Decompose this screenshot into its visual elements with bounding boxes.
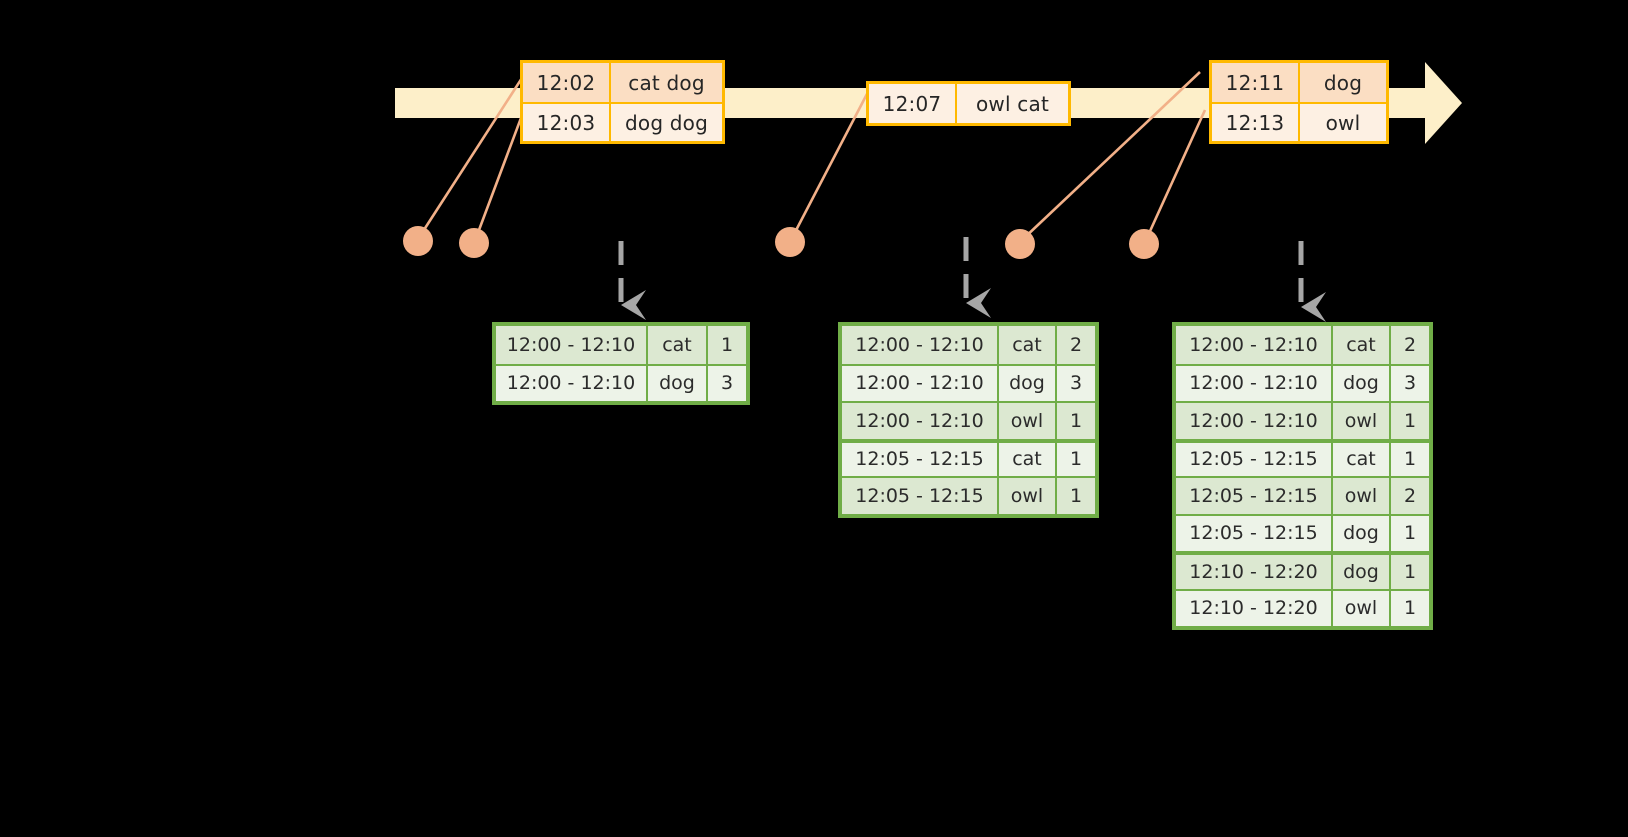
table-row[interactable]: 12:00 - 12:10 dog 3 <box>842 363 1095 401</box>
table-row[interactable]: 12:05 - 12:15 cat 1 <box>1176 438 1429 476</box>
window-cell: 12:05 - 12:15 <box>855 484 984 507</box>
key-cell: cat <box>1331 326 1389 364</box>
event-time: 12:13 <box>1225 110 1285 135</box>
key-cell: cat <box>997 326 1055 364</box>
table-row[interactable]: 12:10 - 12:20 owl 1 <box>1176 588 1429 626</box>
key-cell: dog <box>1331 365 1389 401</box>
window-cell: 12:00 - 12:10 <box>1189 333 1318 356</box>
window-cell: 12:05 - 12:15 <box>1189 448 1318 471</box>
emit-arrows <box>618 237 1326 322</box>
count-cell: 1 <box>1055 403 1095 439</box>
count-cell: 1 <box>1389 403 1429 439</box>
key-cell: cat <box>997 442 1055 476</box>
event-box-3[interactable]: 12:11 dog 12:13 owl <box>1209 60 1389 144</box>
event-row[interactable]: 12:07 owl cat <box>869 84 1068 123</box>
event-time: 12:11 <box>1225 70 1285 95</box>
event-payload: owl cat <box>955 84 1068 123</box>
window-cell: 12:00 - 12:10 <box>506 372 636 395</box>
result-table-1[interactable]: 12:00 - 12:10 cat 1 12:00 - 12:10 dog 3 <box>492 322 750 405</box>
table-row[interactable]: 12:05 - 12:15 dog 1 <box>1176 513 1429 551</box>
count-cell: 2 <box>1389 478 1429 514</box>
count-cell: 1 <box>1389 590 1429 626</box>
event-box-1[interactable]: 12:02 cat dog 12:03 dog dog <box>520 60 725 144</box>
table-row[interactable]: 12:05 - 12:15 owl 1 <box>842 476 1095 514</box>
count-cell: 3 <box>1055 365 1095 401</box>
window-cell: 12:00 - 12:10 <box>855 333 984 356</box>
key-cell: dog <box>646 365 706 401</box>
key-cell: dog <box>997 365 1055 401</box>
window-cell: 12:10 - 12:20 <box>1189 597 1318 620</box>
count-cell: 1 <box>1055 478 1095 514</box>
marker-dot-2 <box>459 228 489 258</box>
table-row[interactable]: 12:00 - 12:10 dog 3 <box>496 363 746 401</box>
window-cell: 12:05 - 12:15 <box>855 448 984 471</box>
event-time: 12:02 <box>536 70 596 95</box>
marker-dot-3 <box>775 227 805 257</box>
marker-dot-1 <box>403 226 433 256</box>
count-cell: 1 <box>1055 442 1095 476</box>
event-box-2[interactable]: 12:07 owl cat <box>866 81 1071 126</box>
event-payload: owl <box>1298 104 1386 141</box>
table-row[interactable]: 12:10 - 12:20 dog 1 <box>1176 551 1429 589</box>
table-row[interactable]: 12:00 - 12:10 owl 1 <box>842 401 1095 439</box>
count-cell: 1 <box>1389 555 1429 589</box>
count-cell: 1 <box>706 326 746 364</box>
table-row[interactable]: 12:00 - 12:10 cat 2 <box>1176 326 1429 364</box>
count-cell: 3 <box>706 365 746 401</box>
table-row[interactable]: 12:00 - 12:10 cat 2 <box>842 326 1095 364</box>
table-row[interactable]: 12:00 - 12:10 owl 1 <box>1176 401 1429 439</box>
key-cell: owl <box>1331 478 1389 514</box>
table-row[interactable]: 12:00 - 12:10 cat 1 <box>496 326 746 364</box>
key-cell: owl <box>1331 403 1389 439</box>
table-row[interactable]: 12:05 - 12:15 cat 1 <box>842 438 1095 476</box>
table-row[interactable]: 12:05 - 12:15 owl 2 <box>1176 476 1429 514</box>
count-cell: 1 <box>1389 515 1429 551</box>
event-time: 12:07 <box>882 91 942 116</box>
count-cell: 2 <box>1055 326 1095 364</box>
key-cell: owl <box>997 403 1055 439</box>
key-cell: cat <box>646 326 706 364</box>
event-row[interactable]: 12:13 owl <box>1212 102 1386 141</box>
marker-dots <box>403 226 1159 259</box>
key-cell: dog <box>1331 515 1389 551</box>
count-cell: 3 <box>1389 365 1429 401</box>
event-payload: cat dog <box>609 63 722 102</box>
window-cell: 12:05 - 12:15 <box>1189 484 1318 507</box>
table-row[interactable]: 12:00 - 12:10 dog 3 <box>1176 363 1429 401</box>
count-cell: 1 <box>1389 442 1429 476</box>
event-row[interactable]: 12:03 dog dog <box>523 102 722 141</box>
event-payload: dog <box>1298 63 1386 102</box>
window-cell: 12:00 - 12:10 <box>855 409 984 432</box>
window-cell: 12:00 - 12:10 <box>506 333 636 356</box>
event-row[interactable]: 12:02 cat dog <box>523 63 722 102</box>
key-cell: owl <box>1331 590 1389 626</box>
event-payload: dog dog <box>608 104 722 141</box>
count-cell: 2 <box>1389 326 1429 364</box>
window-cell: 12:00 - 12:10 <box>855 372 984 395</box>
window-cell: 12:05 - 12:15 <box>1189 522 1318 545</box>
window-cell: 12:10 - 12:20 <box>1189 560 1318 583</box>
window-cell: 12:00 - 12:10 <box>1189 409 1318 432</box>
result-table-3[interactable]: 12:00 - 12:10 cat 2 12:00 - 12:10 dog 3 … <box>1172 322 1433 630</box>
marker-dot-4 <box>1005 229 1035 259</box>
key-cell: owl <box>997 478 1055 514</box>
marker-dot-5 <box>1129 229 1159 259</box>
key-cell: dog <box>1331 555 1389 589</box>
result-table-2[interactable]: 12:00 - 12:10 cat 2 12:00 - 12:10 dog 3 … <box>838 322 1099 518</box>
window-cell: 12:00 - 12:10 <box>1189 372 1318 395</box>
event-row[interactable]: 12:11 dog <box>1212 63 1386 102</box>
key-cell: cat <box>1331 442 1389 476</box>
event-time: 12:03 <box>536 110 596 135</box>
